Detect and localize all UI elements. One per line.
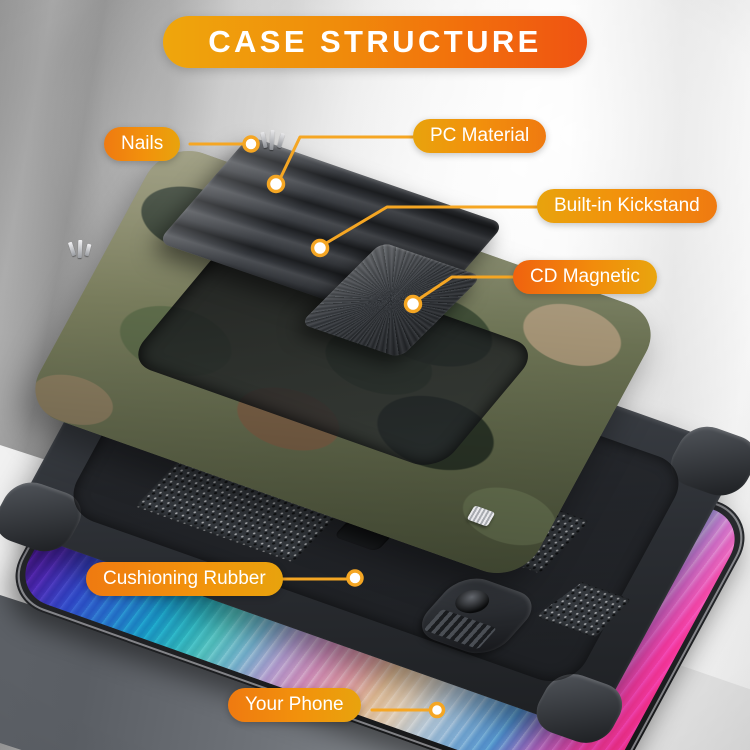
callout-text: PC Material [430, 125, 530, 146]
callout-text: Built-in Kickstand [554, 195, 700, 216]
callout-text: Your Phone [245, 694, 344, 715]
callout-label-cd-magnetic[interactable]: CD Magnetic [513, 260, 657, 294]
nail-pin-icon [67, 241, 77, 257]
callout-label-kickstand[interactable]: Built-in Kickstand [537, 189, 717, 223]
page-title-banner: CASE STRUCTURE [163, 16, 587, 68]
page-title: CASE STRUCTURE [208, 24, 542, 59]
nail-pin-icon [84, 243, 92, 257]
callout-label-your-phone[interactable]: Your Phone [228, 688, 361, 722]
callout-label-pc-material[interactable]: PC Material [413, 119, 547, 153]
nail-pin-icon [260, 131, 268, 149]
nail-pin-icon [269, 129, 275, 151]
nail-pin-group-left [67, 239, 94, 262]
nail-pin-group-top [258, 129, 292, 154]
nail-pin-icon [77, 239, 83, 259]
callout-label-cushioning-rubber[interactable]: Cushioning Rubber [86, 562, 283, 596]
callout-text: Nails [121, 133, 164, 154]
callout-text: CD Magnetic [530, 266, 640, 287]
camera-lens-icon [448, 586, 496, 618]
callout-text: Cushioning Rubber [103, 568, 266, 589]
nail-pin-icon [277, 132, 285, 149]
callout-label-nails[interactable]: Nails [104, 127, 181, 161]
